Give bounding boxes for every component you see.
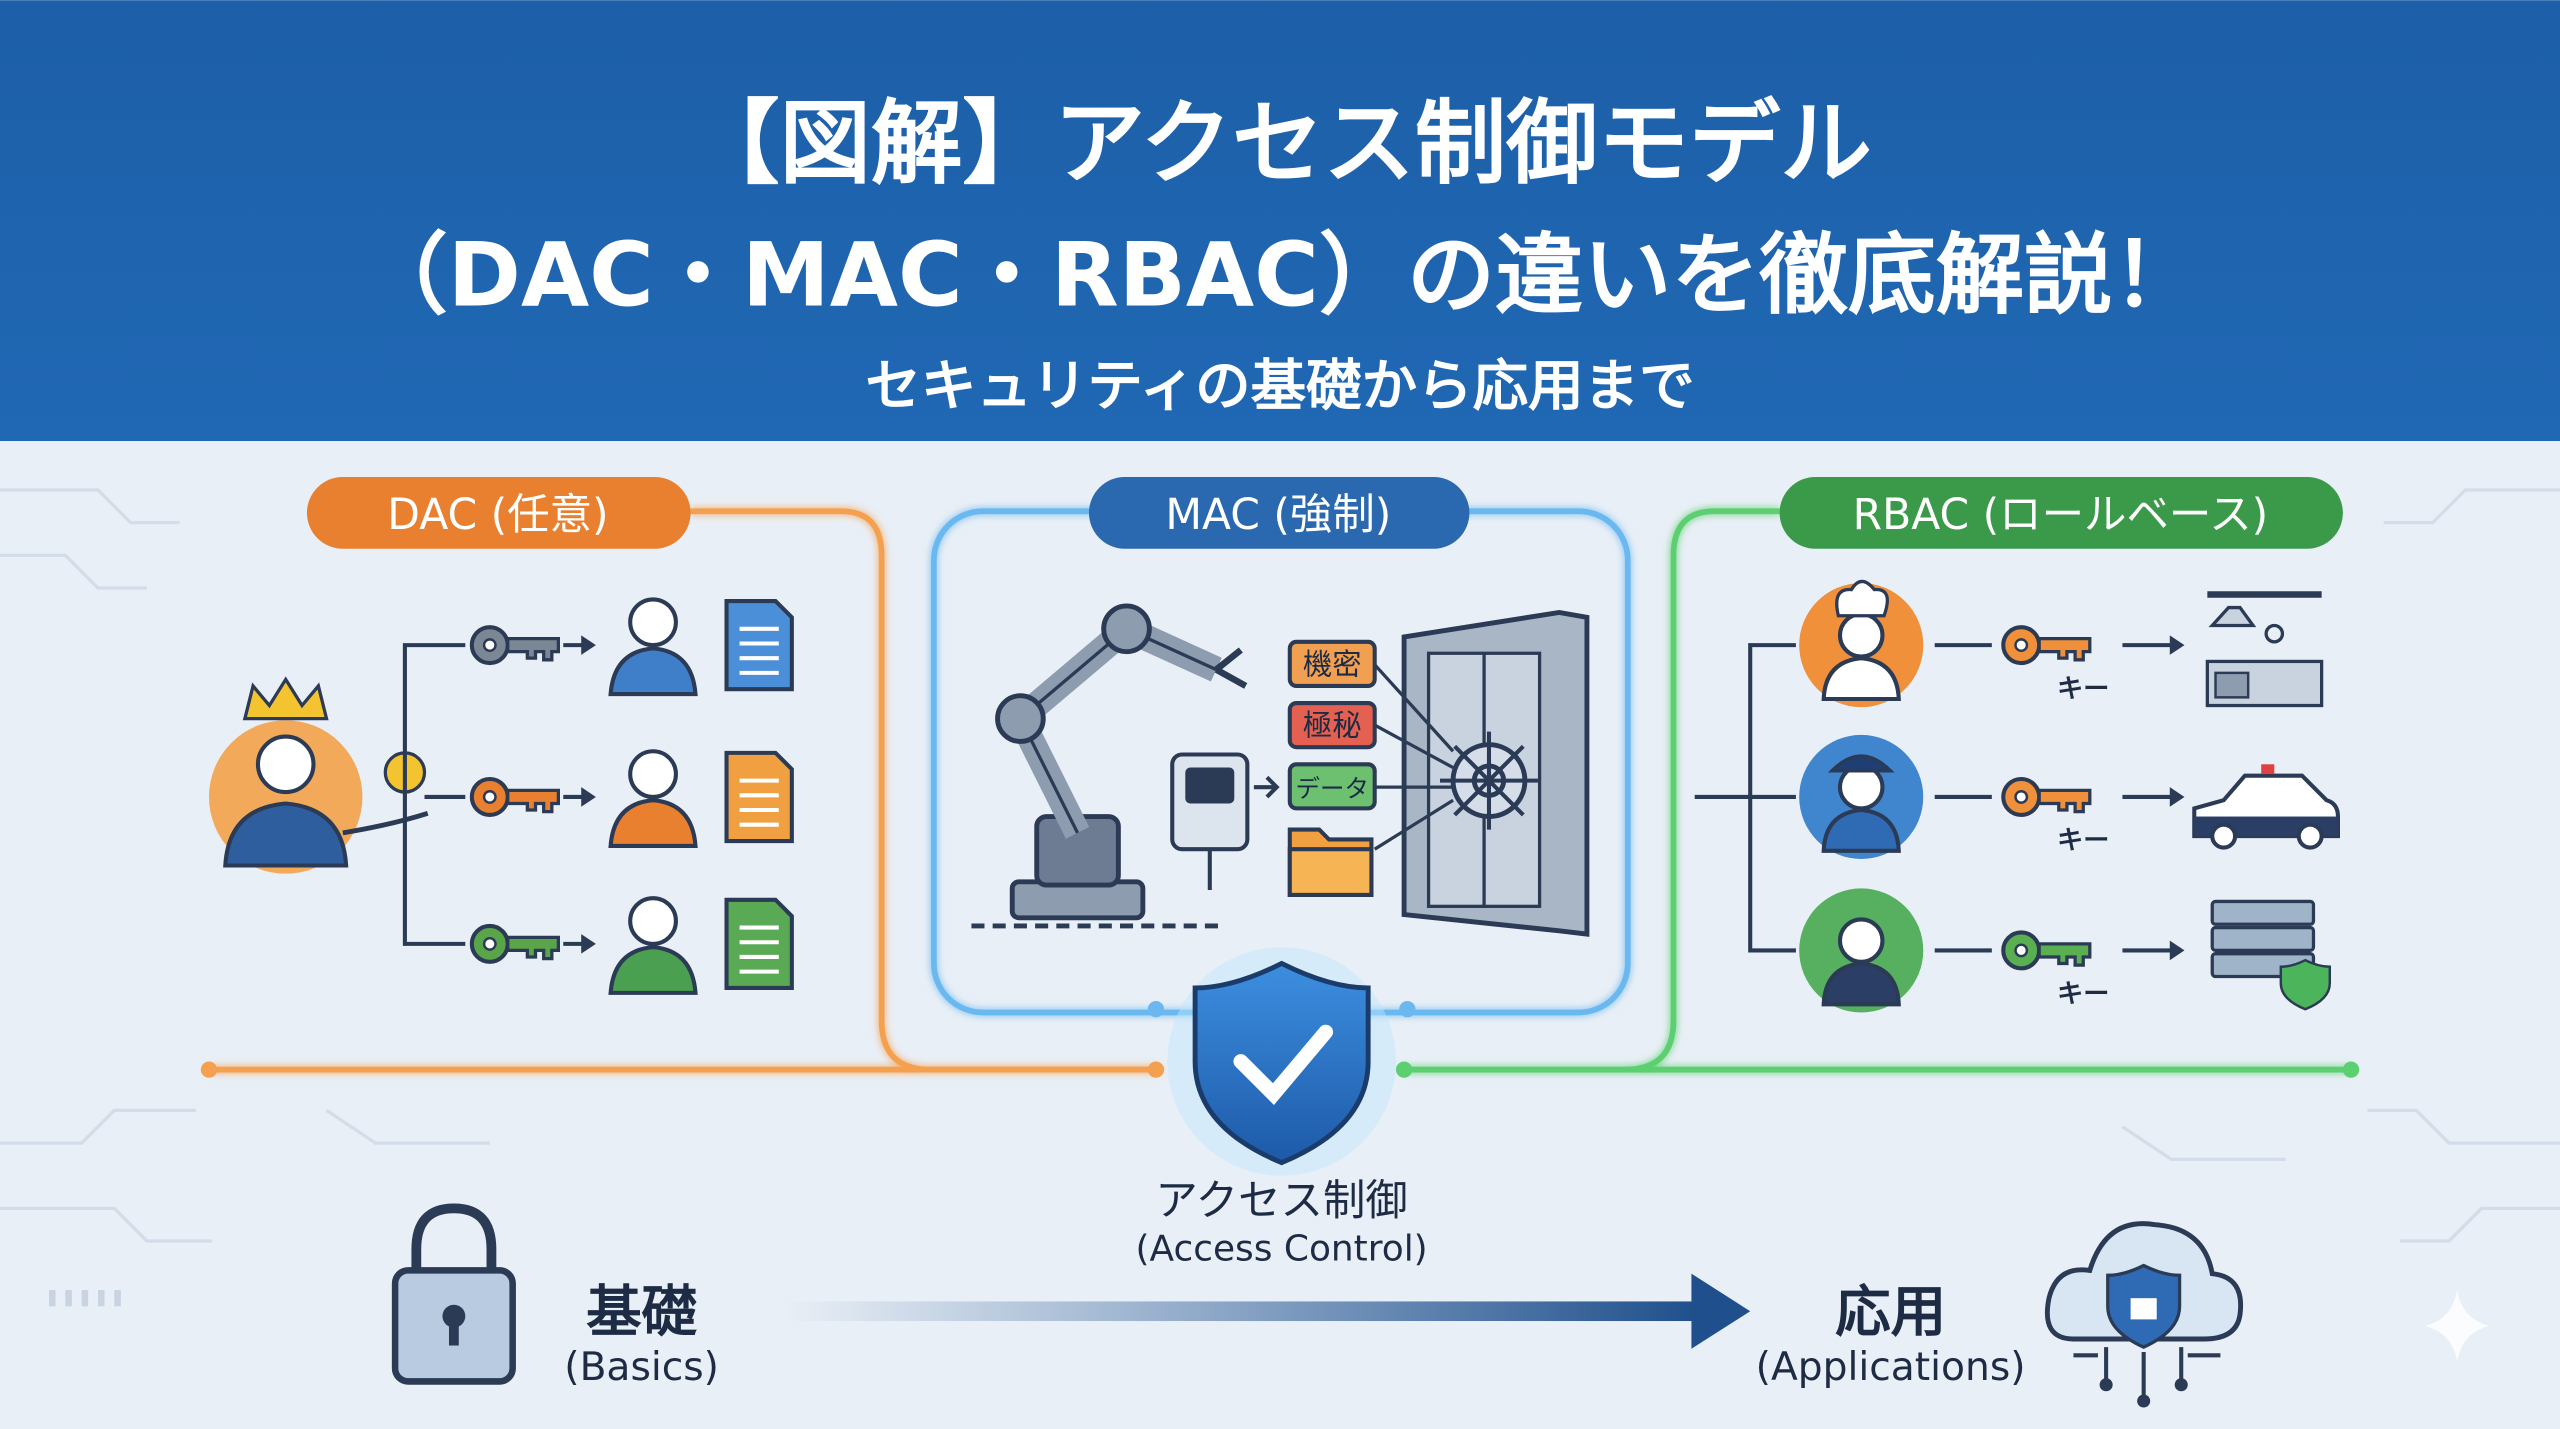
key-label: キー [2057,674,2109,704]
svg-text:MAC (強制): MAC (強制) [1165,491,1391,540]
dots-decoration [48,1290,121,1307]
arrow-icon [563,934,596,954]
key-label: キー [2057,980,2109,1010]
rbac-row-police: キー [1799,734,2340,859]
basics-label-en: (Basics) [564,1345,719,1390]
svg-text:DAC (任意): DAC (任意) [387,491,608,540]
key-icon [469,776,560,817]
police-avatar-icon [1799,734,1924,859]
arrow-icon [2122,940,2185,961]
user-icon [608,597,698,697]
key-icon [2001,930,2092,971]
center-label-en: (Access Control) [1136,1229,1428,1270]
user-icon [608,749,698,848]
chef-avatar-icon [1799,579,1924,708]
applications-label-en: (Applications) [1756,1345,2026,1390]
police-car-icon [2192,764,2340,850]
circuit-background [0,488,2560,1243]
vault-door-icon [1373,609,1590,937]
dac-row [469,896,794,995]
key-icon [2001,776,2092,817]
rbac-label-pill: RBAC (ロールベース) [1779,476,2343,549]
key-icon [2001,625,2092,666]
svg-text:機密: 機密 [1303,648,1362,682]
header-banner [0,0,2560,442]
title-line-2: （DAC・MAC・RBAC）の違いを徹底解説！ [360,224,2201,327]
dac-row [469,749,794,848]
shield-check-icon [1167,947,1396,1176]
rbac-connector [1404,508,2352,1073]
center-label-jp: アクセス制御 [1155,1177,1408,1226]
applications-label-jp: 応用 [1835,1280,1946,1345]
svg-text:データ: データ [1296,774,1369,803]
progress-arrow [783,1273,1751,1349]
svg-text:RBAC (ロールベース): RBAC (ロールベース) [1853,491,2269,540]
classification-tag: データ [1287,762,1377,811]
folder-icon [1287,827,1374,897]
subtitle: セキュリティの基礎から応用まで [865,354,1694,419]
dac-label-pill: DAC (任意) [306,476,691,549]
businessman-avatar-icon [1799,888,1924,1013]
arrow-icon [2122,635,2185,655]
rbac-row-chef: キー [1799,579,2324,708]
arrow-icon [2122,787,2185,807]
chip-panel-icon [1170,752,1280,891]
basics-label-jp: 基礎 [586,1280,698,1345]
cloud-security-icon [2044,1221,2244,1408]
server-icon [2210,899,2332,1011]
mac-label-pill: MAC (強制) [1088,476,1470,549]
classification-tag: 極秘 [1287,701,1377,750]
classification-tag: 機密 [1287,639,1377,688]
document-icon [724,598,794,692]
rbac-row-businessman: キー [1799,888,2332,1013]
dac-tree-lines [402,643,466,946]
document-icon [724,897,794,991]
robot-arm-icon [971,603,1248,929]
dac-connector [208,508,1160,1073]
key-icon [469,923,560,964]
user-icon [608,896,698,995]
rbac-tree-lines [1694,643,1796,953]
arrow-icon [563,635,596,655]
key-label: キー [2057,826,2109,856]
title-line-1: 【図解】アクセス制御モデル [688,90,1872,197]
kitchen-icon [2205,591,2324,708]
svg-text:極秘: 極秘 [1303,709,1362,743]
arrow-icon [563,787,596,807]
dac-owner-king-icon [208,676,429,874]
padlock-icon [391,1203,516,1385]
dac-row [469,597,794,697]
sparkle-icon [2424,1290,2490,1362]
document-icon [724,750,794,844]
key-icon [469,625,560,666]
